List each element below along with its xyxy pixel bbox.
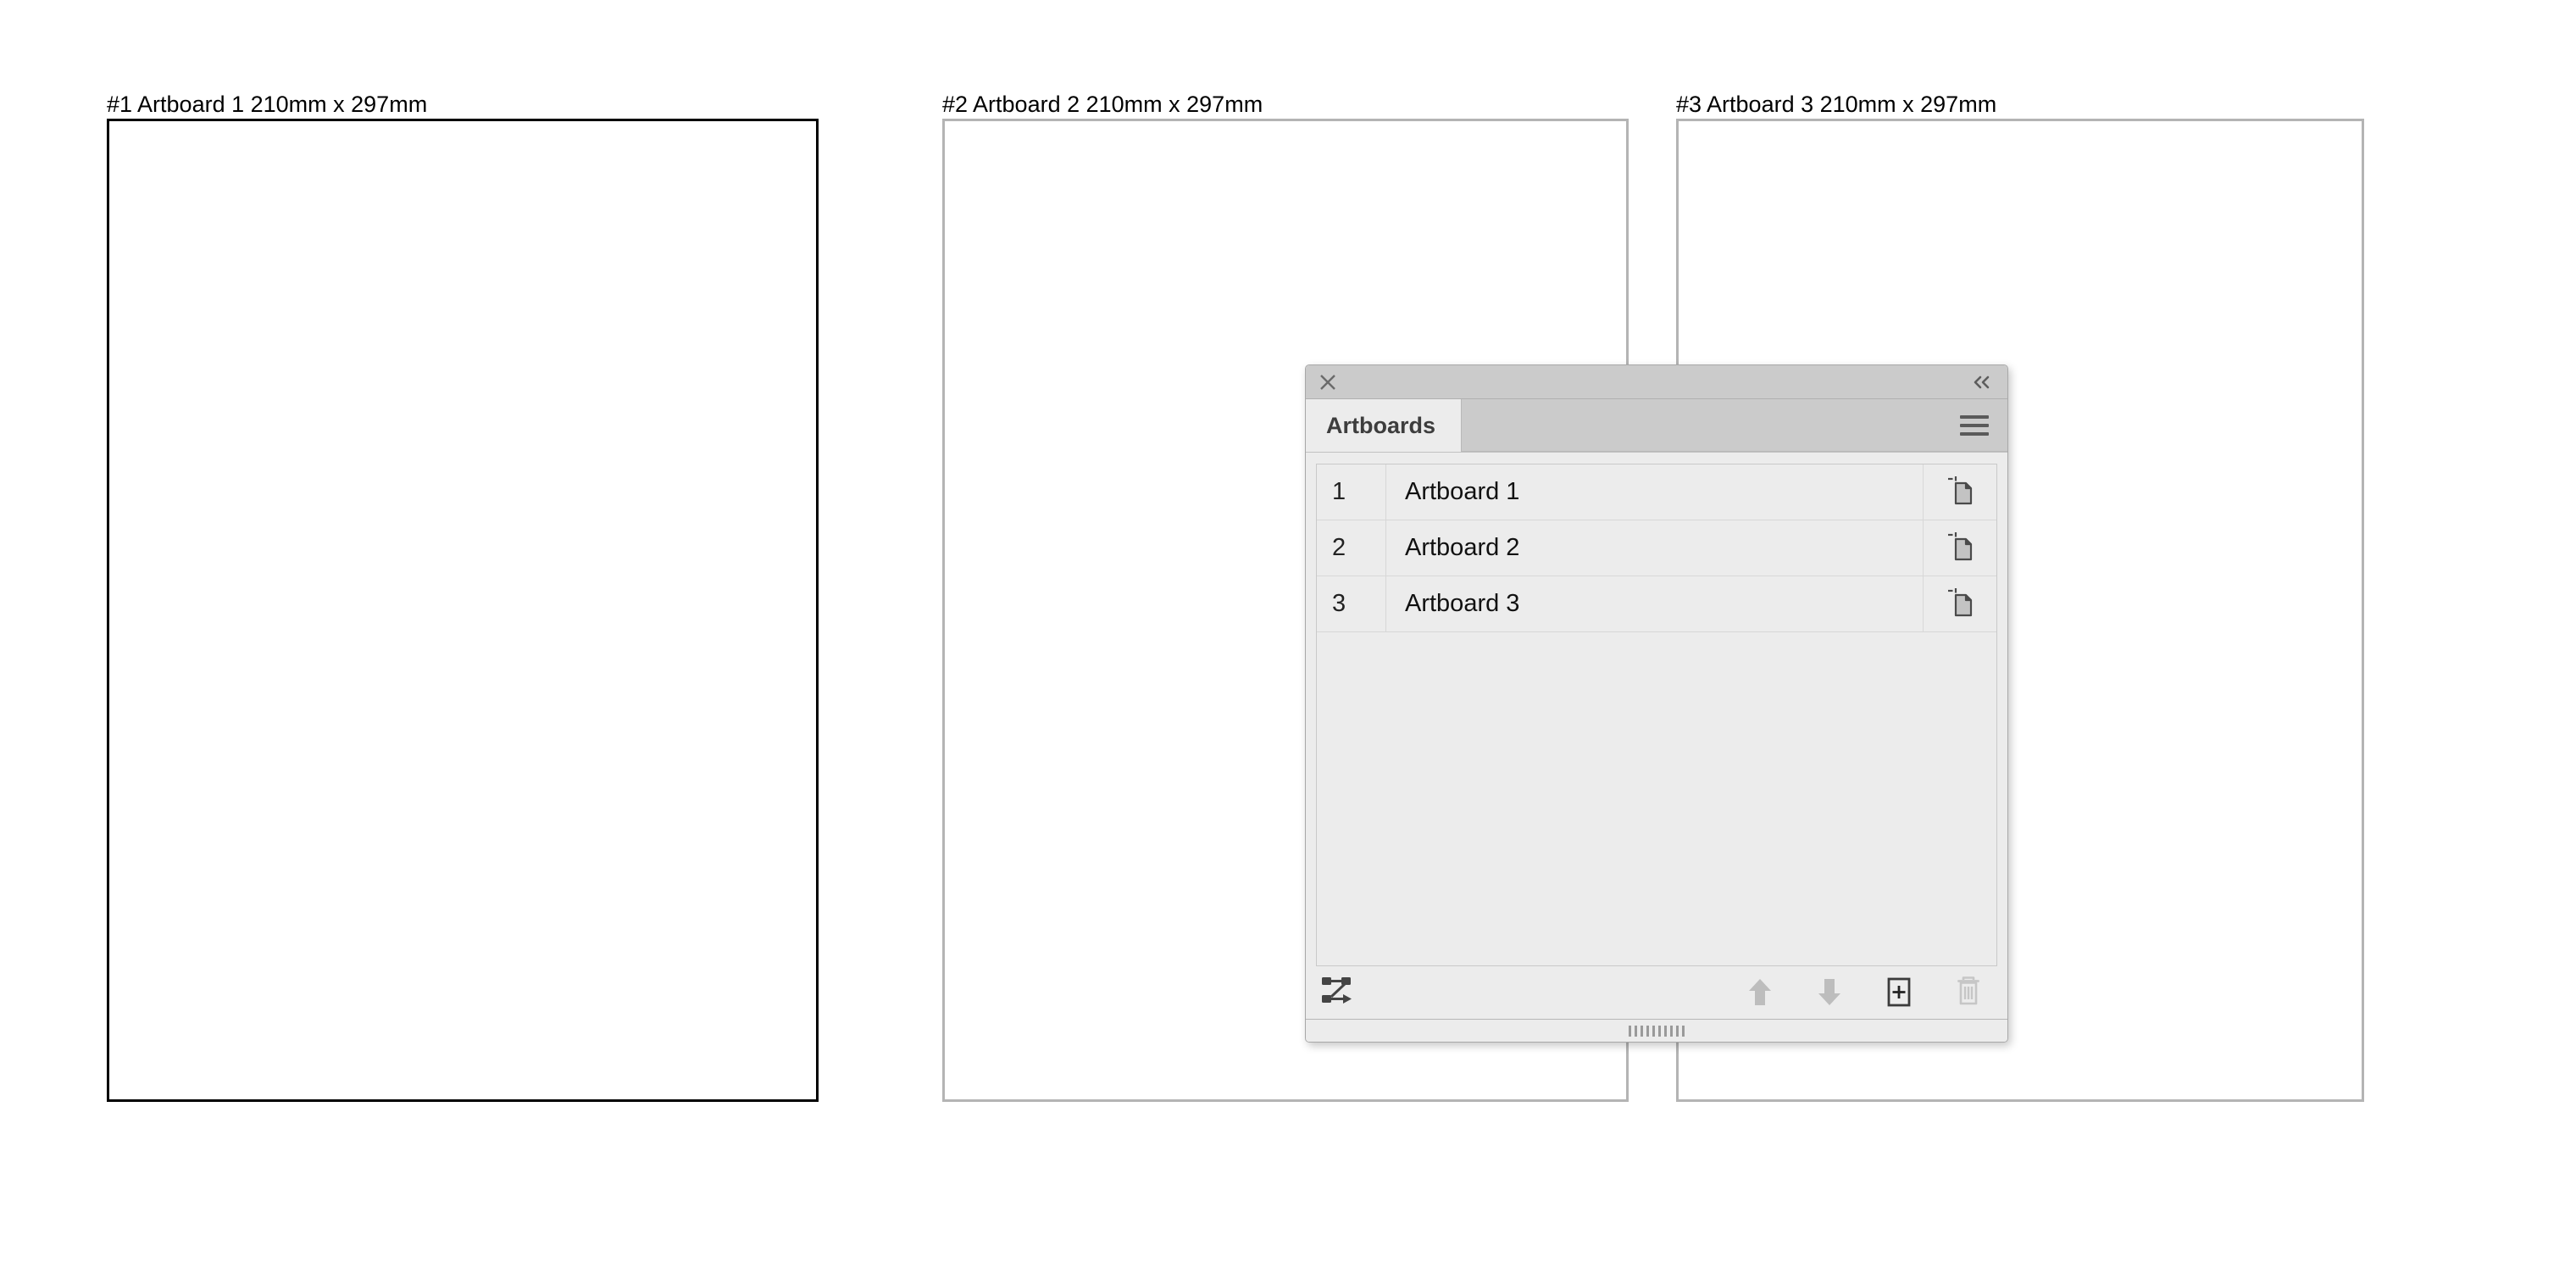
row-name[interactable]: Artboard 1 xyxy=(1386,464,1924,520)
table-row[interactable]: 2 Artboard 2 xyxy=(1317,520,1996,576)
panel-resize-grip[interactable] xyxy=(1306,1019,2007,1042)
grip-lines-icon xyxy=(1629,1025,1685,1037)
tabstrip-filler xyxy=(1462,399,2007,452)
artboard-list[interactable]: 1 Artboard 1 2 Artboard 2 xyxy=(1316,464,1997,966)
panel-tabstrip: Artboards xyxy=(1306,399,2007,453)
row-index: 2 xyxy=(1317,520,1386,576)
arrow-up-icon[interactable] xyxy=(1741,974,1779,1011)
artboard-label-2: #2 Artboard 2 210mm x 297mm xyxy=(942,92,1263,117)
new-artboard-plus-icon[interactable] xyxy=(1880,974,1918,1011)
row-name[interactable]: Artboard 2 xyxy=(1386,520,1924,576)
artboard-group-1: #1 Artboard 1 210mm x 297mm xyxy=(107,92,836,1109)
panel-titlebar[interactable] xyxy=(1306,365,2007,399)
tab-artboards-label: Artboards xyxy=(1326,412,1436,438)
double-chevron-left-icon[interactable] xyxy=(1970,374,1994,391)
table-row[interactable]: 1 Artboard 1 xyxy=(1317,464,1996,520)
artboard-rect-1[interactable] xyxy=(107,119,819,1102)
row-index: 3 xyxy=(1317,576,1386,631)
close-icon[interactable] xyxy=(1318,372,1338,392)
artboard-options-icon[interactable] xyxy=(1924,464,1996,520)
artboards-panel: Artboards 1 Artboard 1 xyxy=(1305,364,2008,1043)
artboard-options-icon[interactable] xyxy=(1924,520,1996,576)
artboard-label-1: #1 Artboard 1 210mm x 297mm xyxy=(107,92,428,117)
tab-artboards[interactable]: Artboards xyxy=(1306,399,1463,452)
artboard-label-3: #3 Artboard 3 210mm x 297mm xyxy=(1676,92,1997,117)
panel-body: 1 Artboard 1 2 Artboard 2 xyxy=(1306,453,2007,966)
arrow-down-icon[interactable] xyxy=(1811,974,1848,1011)
rearrange-artboards-icon[interactable] xyxy=(1319,974,1357,1011)
panel-footer xyxy=(1306,966,2007,1019)
row-name[interactable]: Artboard 3 xyxy=(1386,576,1924,631)
row-index: 1 xyxy=(1317,464,1386,520)
hamburger-menu-icon[interactable] xyxy=(1960,414,1989,436)
artboard-options-icon[interactable] xyxy=(1924,576,1996,631)
trash-icon[interactable] xyxy=(1950,974,1987,1011)
table-row[interactable]: 3 Artboard 3 xyxy=(1317,576,1996,632)
